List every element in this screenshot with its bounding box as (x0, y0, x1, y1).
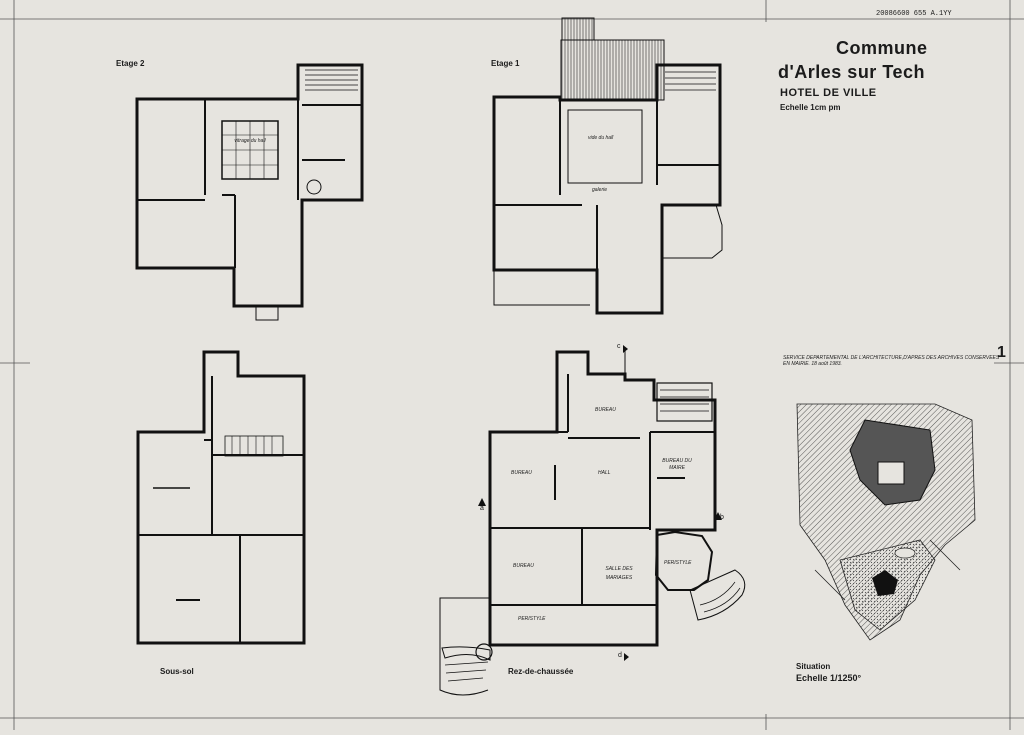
title-town: d'Arles sur Tech (778, 62, 925, 82)
title-commune: Commune (836, 38, 928, 58)
label-etage-2: Etage 2 (116, 59, 145, 68)
label-sous-sol: Sous-sol (160, 667, 194, 676)
room-label: BUREAU (595, 407, 616, 413)
archive-reference: 20086600 655 A.1YY (876, 10, 952, 18)
service-note: SERVICE DEPARTEMENTAL DE L'ARCHITECTURE,… (783, 355, 999, 367)
situation-label: Situation (796, 662, 831, 671)
situation-scale: Echelle 1/1250° (796, 673, 862, 683)
room-label: BUREAU DU MAIRE (662, 458, 692, 471)
room-label: vide du hall (588, 135, 614, 141)
label-etage-1: Etage 1 (491, 59, 520, 68)
label-rez-de-chaussee: Rez-de-chaussée (508, 667, 574, 676)
room-label: galerie (592, 187, 608, 193)
service-note-line2: EN MAIRIE. 18 août 1983. (783, 361, 842, 367)
plan-etage-1 (492, 17, 723, 315)
section-mark-c: c (617, 343, 621, 350)
room-label: PERISTYLE (518, 616, 546, 622)
room-label: vitrage du hall (234, 138, 266, 144)
section-mark-b: b (720, 514, 724, 521)
room-label: BUREAU (511, 470, 532, 476)
room-label: SALLE DES MARIAGES (605, 566, 633, 581)
room-label: PERISTYLE (664, 560, 692, 566)
service-note-line1: SERVICE DEPARTEMENTAL DE L'ARCHITECTURE,… (783, 355, 1000, 361)
situation-map (796, 403, 976, 641)
plan-rez-de-chaussee (439, 345, 746, 696)
section-mark-d: d (618, 652, 622, 659)
room-label: BUREAU (513, 563, 534, 569)
room-label: HALL (598, 470, 611, 476)
sheet-number: 1 (997, 344, 1006, 361)
plan-etage-2 (135, 63, 364, 321)
plan-sous-sol (136, 350, 306, 645)
section-mark-a: a (480, 505, 484, 512)
title-scale: Echelle 1cm pm (780, 103, 841, 112)
title-building: HOTEL DE VILLE (780, 87, 877, 99)
